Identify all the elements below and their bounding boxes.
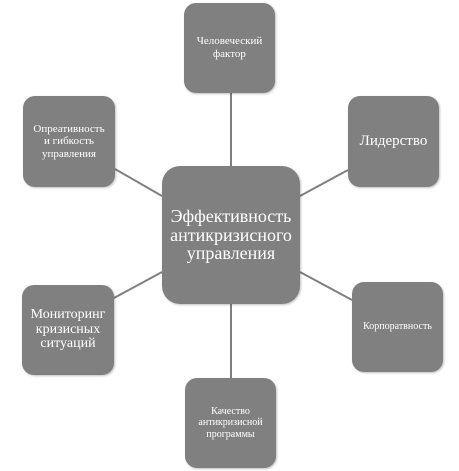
node-crisis-monitoring-label: Мониторинг кризисных ситуаций xyxy=(30,306,106,352)
node-program-quality-label: Качество антикризисной программы xyxy=(198,405,263,440)
connector-top-right xyxy=(299,169,349,197)
node-efficiency-flexibility: Опреативность и гибкость управления xyxy=(23,96,115,187)
node-efficiency-flexibility-label: Опреативность и гибкость управления xyxy=(33,123,105,160)
connector-bottom-left xyxy=(113,271,163,299)
node-program-quality: Качество антикризисной программы xyxy=(185,378,276,468)
node-leadership: Лидерство xyxy=(348,96,439,187)
node-human-factor-label: Человеческий фактор xyxy=(196,35,263,60)
center-node-label: Эффективность антикризисного управления xyxy=(170,205,292,264)
node-corporateness: Корпоратвность xyxy=(352,282,443,372)
connector-bottom-right xyxy=(299,271,353,301)
node-human-factor: Человеческий фактор xyxy=(184,3,275,93)
node-corporateness-label: Корпоратвность xyxy=(363,321,432,333)
node-leadership-label: Лидерство xyxy=(359,132,428,149)
center-node: Эффективность антикризисного управления xyxy=(162,166,300,304)
connector-top-left xyxy=(114,168,163,197)
node-crisis-monitoring: Мониторинг кризисных ситуаций xyxy=(22,285,114,375)
